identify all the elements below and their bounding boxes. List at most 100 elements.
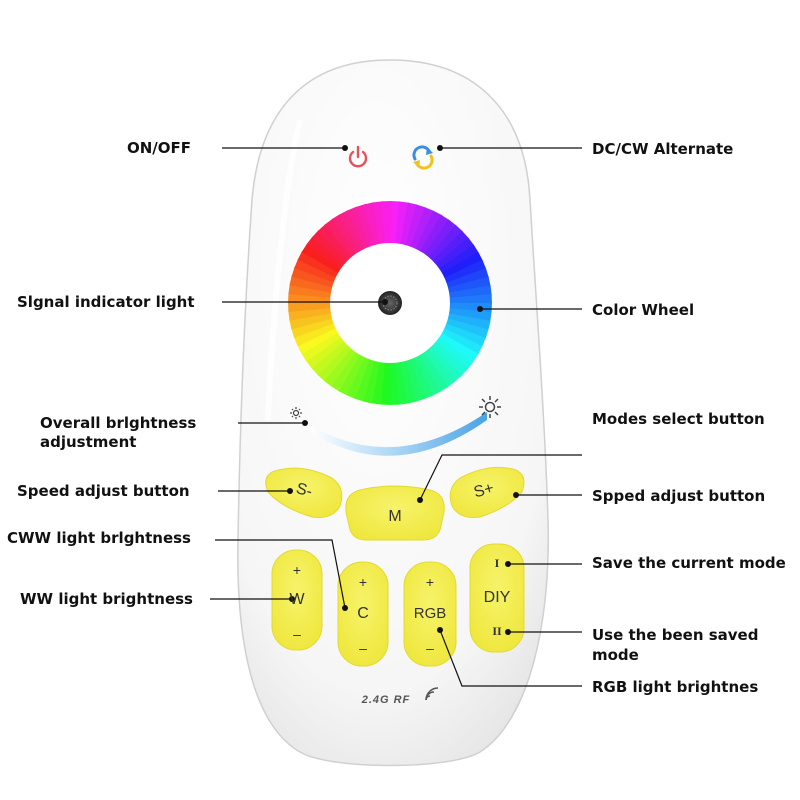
label-ww-brightness: WW light brightness [20, 590, 193, 608]
color-wheel-segment [437, 244, 479, 275]
color-wheel-segment [390, 201, 401, 246]
color-wheel-segment [331, 214, 362, 256]
color-wheel-segment [444, 268, 489, 289]
rgb-plus-label: + [425, 574, 435, 590]
label-speed-adjust-right: Spped adjust button [592, 487, 766, 505]
color-wheel-segment [330, 350, 361, 392]
c-label: C [357, 605, 369, 622]
color-wheel-segment [379, 360, 390, 405]
label-overall-brightness-2: adjustment [40, 433, 137, 451]
label-overall-brightness-1: Overall brlghtness [40, 414, 197, 432]
color-wheel-segment [353, 357, 375, 402]
color-wheel-segment [440, 252, 483, 280]
color-wheel-segment [423, 219, 457, 260]
color-wheel-segment [294, 258, 338, 284]
color-wheel-segment [388, 360, 399, 405]
color-wheel-segment [400, 202, 418, 248]
color-wheel-segment [337, 352, 366, 396]
signal-waves-icon [425, 687, 439, 701]
color-wheel-segment [291, 266, 336, 288]
color-wheel-segment [405, 204, 427, 249]
rgb-label: RGB [413, 605, 447, 622]
rgb-minus-label: – [426, 640, 434, 656]
label-cww-brightness: CWW light brlghtness [7, 529, 191, 547]
color-wheel-segment [404, 357, 425, 402]
color-wheel-segment [445, 313, 491, 331]
color-wheel-segment [363, 202, 381, 247]
color-wheel-segment [414, 210, 443, 254]
sync-icon[interactable] [412, 145, 434, 170]
diy-button[interactable] [469, 543, 525, 653]
mode-label: M [388, 508, 402, 525]
color-wheel-segment [306, 236, 347, 270]
color-wheel-segment [293, 322, 338, 347]
label-rgb-brightness: RGB light brightnes [592, 678, 759, 696]
w-label: W [289, 591, 305, 608]
color-wheel-segment [288, 301, 333, 312]
color-wheel-segment [409, 355, 434, 400]
color-wheel-segment [446, 276, 491, 294]
color-wheel-segment [316, 343, 353, 382]
color-wheel-segment [288, 284, 333, 298]
color-wheel-segment [444, 318, 489, 340]
color-wheel-segment [430, 340, 469, 377]
color-wheel-segment [433, 336, 474, 370]
color-wheel-segment [339, 210, 367, 253]
color-wheel-segment [345, 355, 371, 399]
remote-body [237, 59, 550, 767]
label-color-wheel: Color Wheel [592, 301, 695, 319]
color-wheel-segment [434, 237, 475, 271]
color-wheel-segment [395, 201, 409, 246]
color-wheel[interactable] [288, 201, 492, 405]
color-wheel-segment [311, 339, 349, 376]
color-wheel-segment [297, 326, 340, 354]
label-use-saved-2: mode [592, 646, 639, 664]
c-button[interactable] [337, 561, 389, 667]
color-wheel-segment [317, 224, 354, 262]
color-wheel-segment [413, 353, 441, 396]
label-signal-indicator: Slgnal indicator light [17, 293, 195, 311]
leader-lines [210, 147, 582, 687]
color-wheel-segment [437, 332, 479, 363]
color-wheel-segment [409, 207, 435, 251]
rgb-button[interactable] [403, 561, 457, 667]
label-save-mode: Save the current mode [592, 554, 786, 572]
color-wheel-segment [426, 344, 463, 382]
label-on-off: ON/OFF [127, 139, 192, 157]
rf-logo: 2.4G RF [361, 694, 411, 706]
color-wheel-segment [355, 204, 376, 249]
label-speed-adjust-left: Speed adjust button [17, 482, 190, 500]
color-wheel-segment [422, 347, 456, 388]
color-wheel-segment [288, 292, 333, 303]
color-wheel-segment [362, 358, 380, 404]
color-wheel-segment [289, 312, 334, 330]
w-button[interactable] [271, 549, 323, 651]
color-wheel-segment [399, 359, 417, 404]
color-wheel-segment [291, 317, 336, 338]
color-wheel-segment [427, 224, 464, 263]
color-wheel-segment [346, 206, 371, 251]
color-wheel-segment [305, 335, 346, 369]
color-wheel-segment [311, 229, 350, 266]
leader-dots [287, 145, 519, 635]
color-wheel-segment [301, 243, 343, 274]
color-wheel-segment [381, 201, 392, 246]
color-wheel-segment [442, 259, 487, 284]
power-icon[interactable] [348, 145, 368, 168]
c-minus-label: – [359, 640, 367, 656]
color-wheel-segment [431, 230, 469, 267]
speed-plus-button[interactable] [449, 466, 525, 518]
label-modes-select: Modes select button [592, 410, 765, 428]
signal-indicator-light [378, 291, 402, 315]
speed-minus-button[interactable] [265, 467, 343, 518]
diy-label: DIY [483, 589, 511, 606]
w-plus-label: + [292, 562, 302, 578]
color-wheel-segment [418, 350, 449, 392]
diy-one-label: I [494, 556, 500, 570]
sun-small-icon [290, 407, 302, 419]
color-wheel-segment [439, 327, 483, 356]
brightness-slider[interactable] [310, 412, 487, 456]
color-wheel-segment [301, 331, 343, 362]
